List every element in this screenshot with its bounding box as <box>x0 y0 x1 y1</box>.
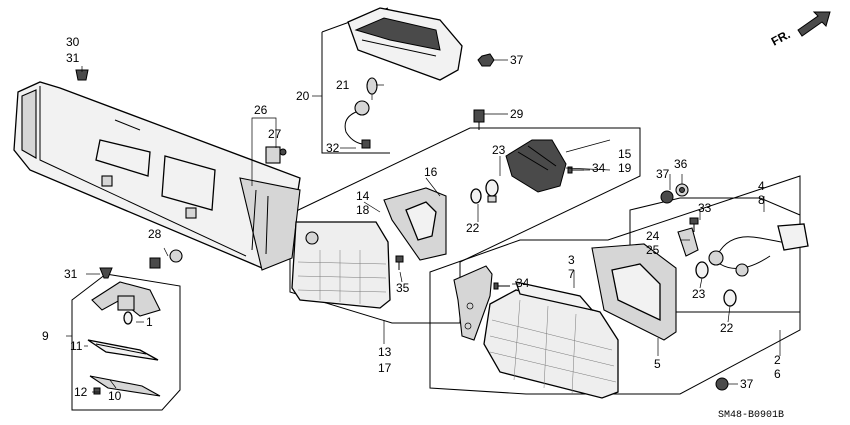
clip-31-part <box>99 267 113 279</box>
callout-16: 16 <box>424 165 438 179</box>
screw-34-inner-part <box>567 166 584 174</box>
socket-24-part <box>677 227 699 257</box>
callout-27: 27 <box>268 127 282 141</box>
callout-36: 36 <box>674 157 688 171</box>
callout-22-outer: 22 <box>720 321 734 335</box>
callout-11: 11 <box>70 339 83 353</box>
callout-21: 21 <box>336 78 350 92</box>
bulb-23-inner-part <box>485 179 499 203</box>
callout-37-lower: 37 <box>740 377 754 391</box>
callout-4: 4 <box>758 179 765 193</box>
bulb-23-outer-part <box>695 261 709 279</box>
callout-30: 30 <box>66 35 80 49</box>
callout-25: 25 <box>646 243 660 257</box>
bracket-3-part <box>453 265 493 341</box>
clip-27-part <box>265 146 287 164</box>
bulb-22-outer-part <box>723 289 737 307</box>
callout-12: 12 <box>74 385 88 399</box>
screw-29-part <box>473 109 485 130</box>
clip-30-part <box>75 69 89 81</box>
callout-31-top: 31 <box>66 51 80 65</box>
callout-23-inner: 23 <box>492 143 506 157</box>
callout-7: 7 <box>568 267 575 281</box>
callout-6: 6 <box>774 367 781 381</box>
screw-34-outer-part <box>493 282 510 290</box>
license-housing-part <box>91 281 161 317</box>
callout-31-lower: 31 <box>64 267 78 281</box>
callout-8: 8 <box>758 193 765 207</box>
callout-3: 3 <box>568 253 575 267</box>
screw-33-part <box>689 217 699 232</box>
lens-11-part <box>87 339 159 361</box>
inner-socket-15-part <box>505 139 567 193</box>
callout-17: 17 <box>378 361 392 375</box>
bulb-1-part <box>123 311 133 325</box>
front-direction-marker: FR. <box>769 11 831 49</box>
callout-22-inner: 22 <box>466 221 480 235</box>
nut-37-right-part <box>660 190 674 204</box>
callout-18: 18 <box>356 203 370 217</box>
callout-37-right: 37 <box>656 167 670 181</box>
outer-lens-2-part <box>483 281 619 399</box>
callout-19: 19 <box>618 161 632 175</box>
callout-33: 33 <box>698 201 712 215</box>
callout-29: 29 <box>510 107 524 121</box>
callout-26: 26 <box>254 103 268 117</box>
harness-4-part <box>708 223 809 277</box>
nut-37-lower-part <box>715 377 729 391</box>
gasket-5-part <box>591 243 677 341</box>
nut-37-top-part <box>477 53 495 67</box>
inner-lens-14-part <box>291 221 391 309</box>
screw-12-part <box>93 387 101 395</box>
bulb-22-inner-part <box>470 188 482 204</box>
nut-36-part <box>675 183 689 197</box>
callout-34-outer: 34 <box>516 276 530 290</box>
leader-lines <box>66 59 781 393</box>
callout-37-top: 37 <box>510 53 524 67</box>
diagram-code: SM48-B0901B <box>718 410 784 421</box>
callout-15: 15 <box>618 147 632 161</box>
callout-14: 14 <box>356 189 370 203</box>
grommet-28-part <box>149 249 183 269</box>
callout-9: 9 <box>42 329 49 343</box>
callout-2: 2 <box>774 353 781 367</box>
bulb-socket-21-part <box>366 77 378 100</box>
callout-1: 1 <box>146 315 153 329</box>
callout-28: 28 <box>148 227 162 241</box>
screw-35-part <box>395 255 404 270</box>
callout-labels: 30 31 26 27 37 21 20 29 32 23 15 34 19 1… <box>42 35 781 403</box>
callout-32: 32 <box>326 141 340 155</box>
callout-5: 5 <box>654 357 661 371</box>
gasket-10-part <box>89 375 161 397</box>
callout-35: 35 <box>396 281 410 295</box>
harness-32-part <box>344 100 371 149</box>
callout-34-inner: 34 <box>592 161 606 175</box>
gasket-16-part <box>383 187 447 261</box>
high-mount-stop-light-part <box>347 7 463 81</box>
callout-13: 13 <box>378 345 392 359</box>
callout-24: 24 <box>646 229 660 243</box>
callout-23-outer: 23 <box>692 287 706 301</box>
callout-10: 10 <box>108 389 122 403</box>
callout-20: 20 <box>296 89 310 103</box>
trunk-lining-panel <box>13 81 301 271</box>
front-direction-label: FR. <box>769 27 793 48</box>
